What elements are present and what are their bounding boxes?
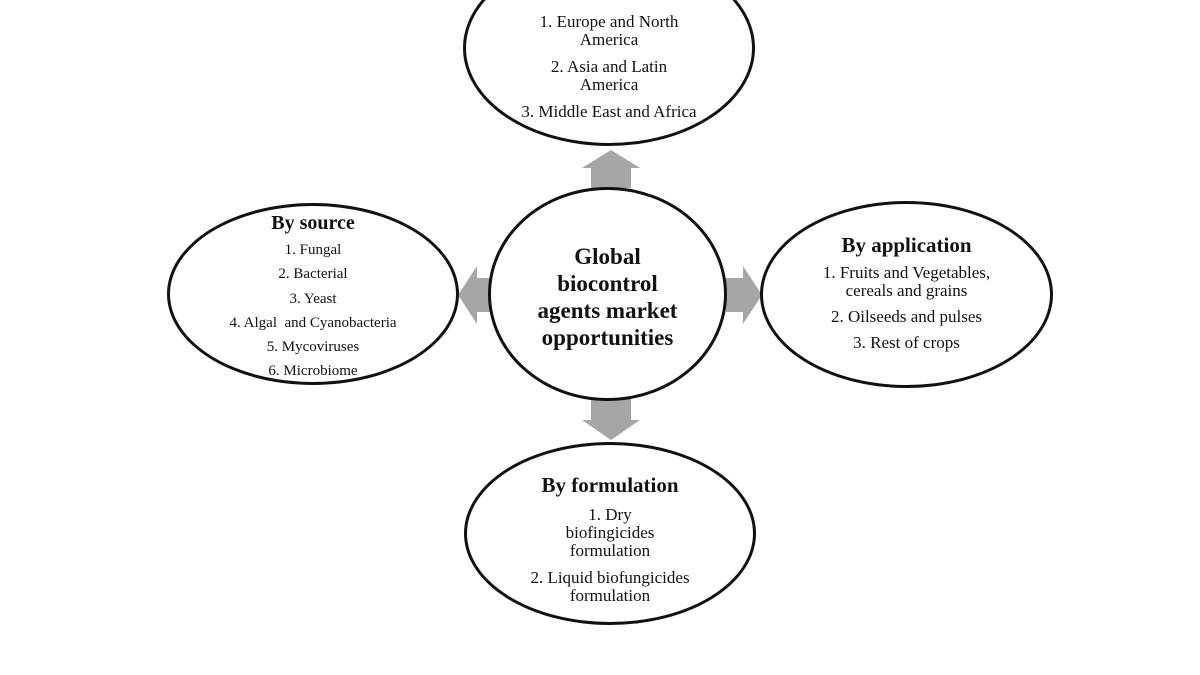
region-item: 1. Europe and North America (539, 12, 679, 49)
formulation-item: 2. Liquid biofungicides formulation (530, 568, 690, 605)
arrow-left (458, 266, 494, 324)
source-item: 4. Algal and Cyanobacteria (229, 314, 397, 331)
application-ellipse: By application 1. Fruits and Vegetables,… (760, 201, 1053, 388)
formulation-title: By formulation (541, 473, 679, 497)
source-item: 5. Mycoviruses (266, 339, 360, 356)
arrow-down (582, 398, 640, 440)
source-item: 2. Bacterial (278, 266, 348, 283)
source-item: 1. Fungal (284, 242, 342, 258)
formulation-item: 1. Dry biofingicides formulation (565, 505, 655, 560)
source-title: By source (271, 212, 355, 234)
formulation-ellipse: By formulation 1. Dry biofingicides form… (464, 442, 756, 625)
source-item: 3. Yeast (289, 290, 337, 307)
region-list: 1. Europe and North America 2. Asia and … (466, 13, 752, 130)
source-item: 6. Microbiome (268, 363, 358, 380)
application-list: 1. Fruits and Vegetables, cereals and gr… (763, 264, 1050, 352)
center-title: Global biocontrol agents market opportun… (537, 244, 678, 350)
formulation-list: 1. Dry biofingicides formulation 2. Liqu… (467, 506, 753, 605)
application-item: 1. Fruits and Vegetables, cereals and gr… (822, 263, 991, 300)
arrow-right (726, 266, 762, 324)
source-ellipse: By source 1. Fungal 2. Bacterial 3. Yeas… (167, 203, 459, 385)
arrow-up (582, 150, 640, 188)
region-ellipse: 1. Europe and North America 2. Asia and … (463, 0, 755, 146)
source-list: 1. Fungal 2. Bacterial 3. Yeast 4. Algal… (170, 238, 456, 384)
application-item: 3. Rest of crops (853, 333, 960, 352)
application-item: 2. Oilseeds and pulses (830, 307, 983, 326)
region-item: 3. Middle East and Africa (521, 102, 697, 121)
application-title: By application (841, 233, 972, 257)
region-item: 2. Asia and Latin America (550, 57, 668, 94)
center-ellipse: Global biocontrol agents market opportun… (488, 187, 727, 401)
